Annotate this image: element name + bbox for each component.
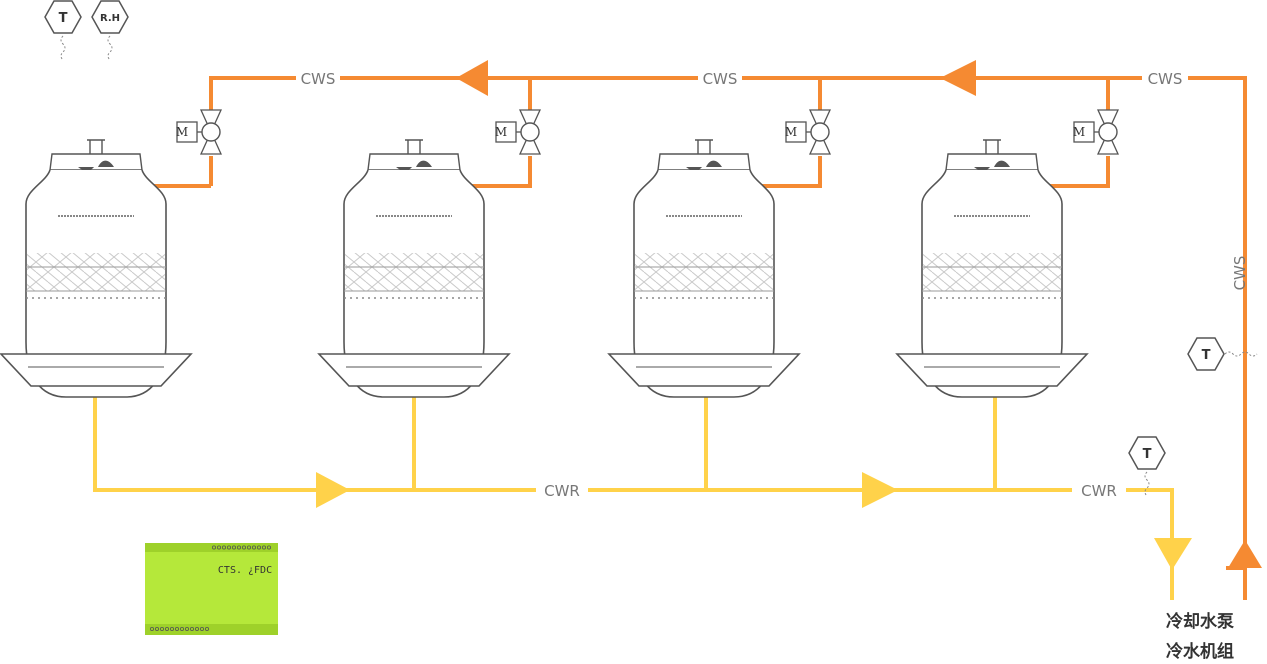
sensor-wire-icon	[1144, 471, 1150, 497]
cws-label: CWS	[1148, 70, 1183, 88]
sensor-wire-icon	[60, 35, 66, 61]
flow-arrow-left-icon	[456, 60, 488, 96]
svg-text:M: M	[1073, 125, 1085, 139]
cooling-tower-3	[608, 139, 800, 398]
ddc-controller[interactable]: CTS. ¿FDC	[145, 543, 278, 635]
svg-text:M: M	[176, 125, 188, 139]
sensor-wire-icon	[107, 35, 113, 61]
chiller-label: 冷水机组	[1166, 641, 1234, 662]
flow-arrow-right-icon	[862, 472, 898, 508]
flow-arrow-down-icon	[1154, 538, 1192, 570]
controller-label: CTS. ¿FDC	[218, 565, 272, 576]
cooling-tower-2	[318, 139, 510, 398]
cwr-label: CWR	[544, 482, 580, 500]
svg-text:T: T	[59, 11, 68, 26]
cwr-label: CWR	[1081, 482, 1117, 500]
sensor-wire-icon	[1224, 351, 1258, 357]
cws-label: CWS	[703, 70, 738, 88]
ambient-temp-sensor[interactable]: T	[44, 0, 82, 61]
svg-text:T: T	[1202, 348, 1211, 363]
cws-vertical-label: CWS	[1231, 256, 1249, 291]
cws-label: CWS	[301, 70, 336, 88]
flow-arrow-right-icon	[316, 472, 350, 508]
cws-flow-arrows	[456, 60, 1262, 568]
ambient-humidity-sensor[interactable]: R.H	[91, 0, 129, 61]
svg-text:R.H: R.H	[100, 13, 120, 24]
svg-text:M: M	[785, 125, 797, 139]
cooling-pump-label: 冷却水泵	[1166, 611, 1234, 632]
return-temp-sensor[interactable]: T	[1128, 436, 1166, 497]
svg-text:M: M	[495, 125, 507, 139]
flow-arrow-up-icon	[1228, 540, 1262, 568]
flow-arrow-left-icon	[940, 60, 976, 96]
cooling-tower-1	[0, 139, 192, 398]
supply-temp-sensor[interactable]: T	[1187, 337, 1258, 371]
motorized-valve-4[interactable]: M	[1073, 109, 1119, 155]
cooling-tower-4	[896, 139, 1088, 398]
cwr-flow-arrows	[316, 472, 1192, 570]
motorized-valve-2[interactable]: M	[495, 109, 541, 155]
motorized-valve-3[interactable]: M	[785, 109, 831, 155]
svg-text:T: T	[1143, 447, 1152, 462]
motorized-valve-1[interactable]: M	[176, 109, 222, 155]
cwr-return-pipes	[93, 380, 1174, 600]
